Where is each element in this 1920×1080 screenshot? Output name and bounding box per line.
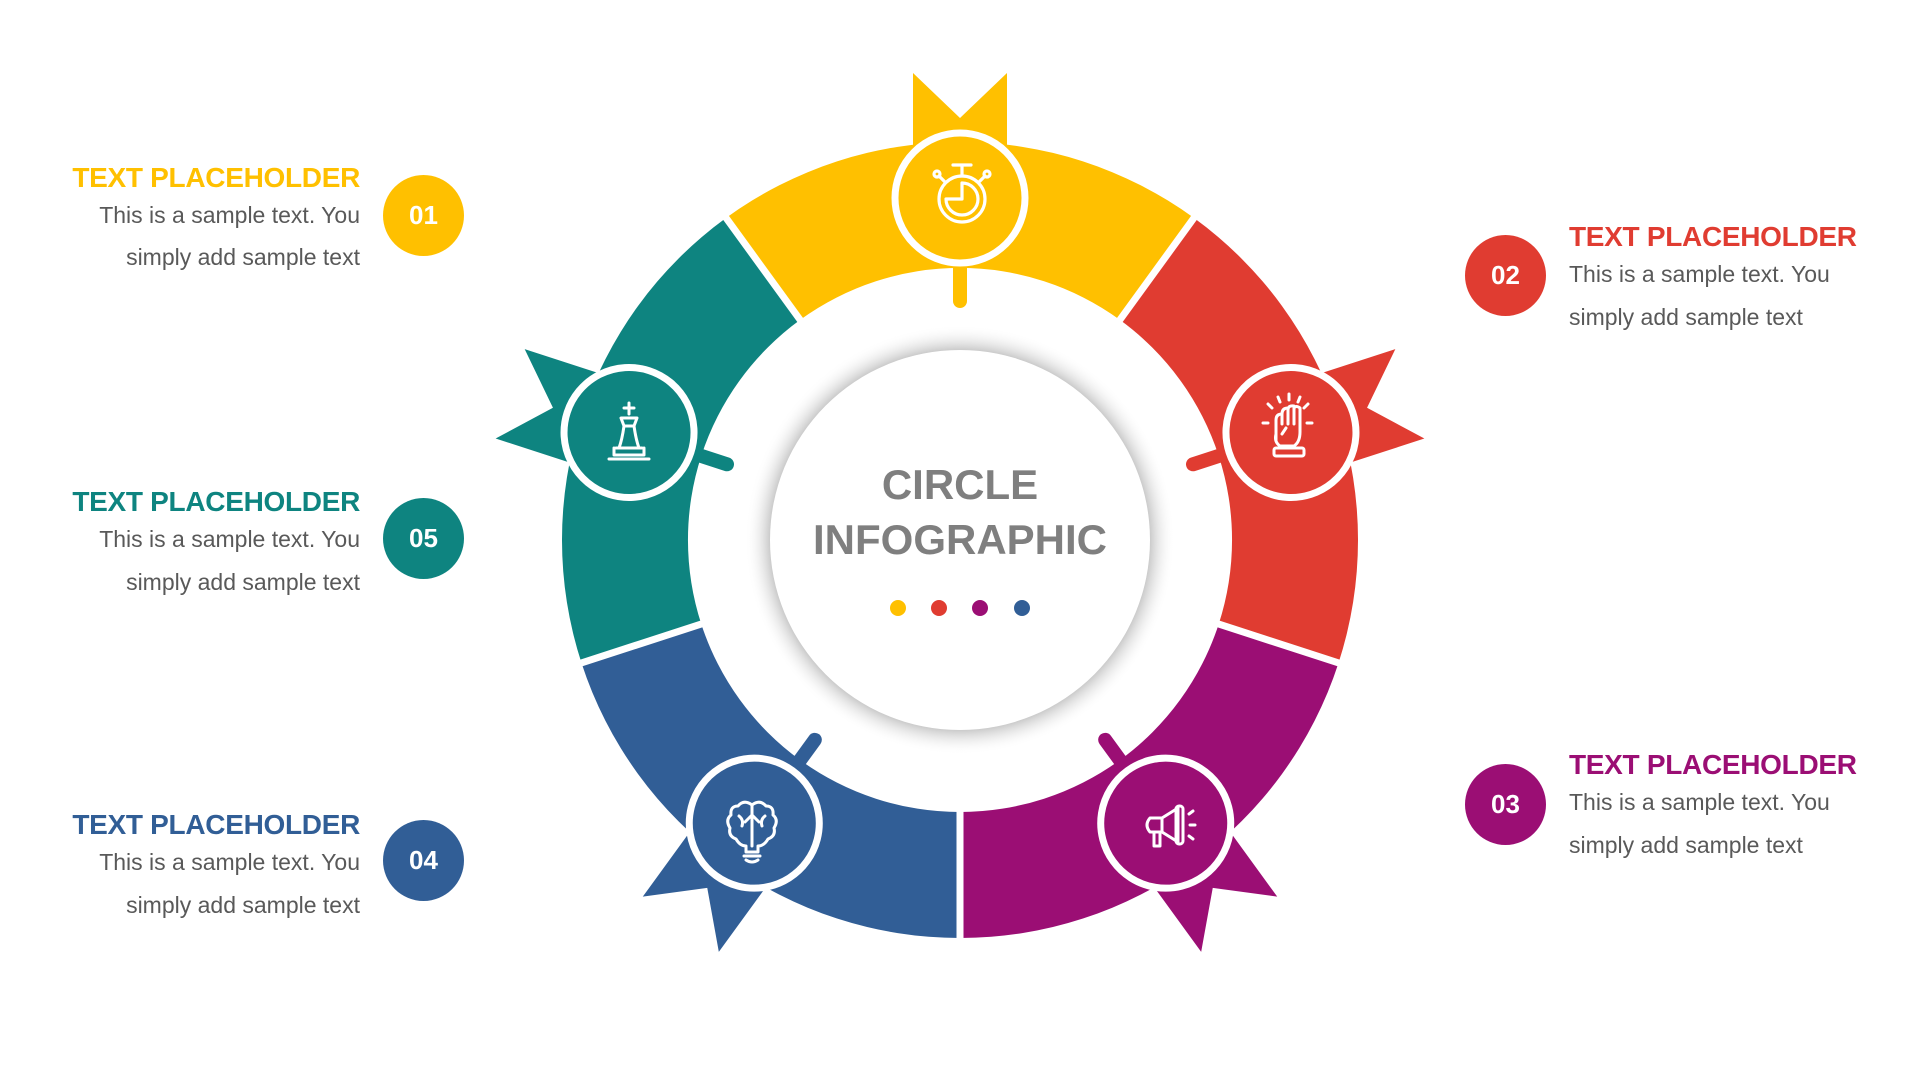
center-title-line1: CIRCLE xyxy=(881,461,1039,508)
pin-02[interactable] xyxy=(1166,332,1430,528)
item-03-number-badge: 03 xyxy=(1465,764,1546,845)
center-title-line2: INFOGRAPHIC xyxy=(813,516,1107,563)
item-03-line1: This is a sample text. You xyxy=(1569,789,1830,815)
pin-03[interactable] xyxy=(1048,696,1291,963)
pin-04[interactable] xyxy=(628,696,871,963)
center-dot-blue xyxy=(1014,600,1030,616)
item-01-line1: This is a sample text. You xyxy=(99,202,360,228)
item-05-line2: simply add sample text xyxy=(126,569,360,595)
chess-king-icon xyxy=(607,401,651,461)
item-04-number-badge: 04 xyxy=(383,820,464,901)
item-01-line2: simply add sample text xyxy=(126,244,360,270)
item-05-number-badge: 05 xyxy=(383,498,464,579)
item-04-line2: simply add sample text xyxy=(126,892,360,918)
pin-01[interactable] xyxy=(891,73,1029,308)
item-03-line2: simply add sample text xyxy=(1569,832,1803,858)
center-dot-purple xyxy=(972,600,988,616)
item-04: TEXT PLACEHOLDER This is a sample text. … xyxy=(0,809,360,927)
center-circle xyxy=(770,350,1150,730)
item-03-title: TEXT PLACEHOLDER xyxy=(1569,749,1857,780)
center-dot-yellow xyxy=(890,600,906,616)
item-01-title: TEXT PLACEHOLDER xyxy=(72,162,360,193)
stopwatch-icon xyxy=(932,163,992,224)
item-02: TEXT PLACEHOLDER This is a sample text. … xyxy=(1569,221,1920,339)
megaphone-icon xyxy=(1145,804,1197,848)
raised-fist-icon xyxy=(1261,392,1314,458)
item-04-line1: This is a sample text. You xyxy=(99,849,360,875)
item-05-title: TEXT PLACEHOLDER xyxy=(72,486,360,517)
item-05-line1: This is a sample text. You xyxy=(99,526,360,552)
item-02-title: TEXT PLACEHOLDER xyxy=(1569,221,1857,252)
pin-05[interactable] xyxy=(490,332,754,528)
center-dot-red xyxy=(931,600,947,616)
item-01: TEXT PLACEHOLDER This is a sample text. … xyxy=(0,162,360,279)
item-02-line2: simply add sample text xyxy=(1569,304,1803,330)
item-03: TEXT PLACEHOLDER This is a sample text. … xyxy=(1569,749,1920,867)
brain-lightbulb-icon xyxy=(726,800,778,864)
item-02-line1: This is a sample text. You xyxy=(1569,261,1830,287)
item-02-number-badge: 02 xyxy=(1465,235,1546,316)
item-04-title: TEXT PLACEHOLDER xyxy=(72,809,360,840)
item-01-number-badge: 01 xyxy=(383,175,464,256)
item-05: TEXT PLACEHOLDER This is a sample text. … xyxy=(0,486,360,604)
